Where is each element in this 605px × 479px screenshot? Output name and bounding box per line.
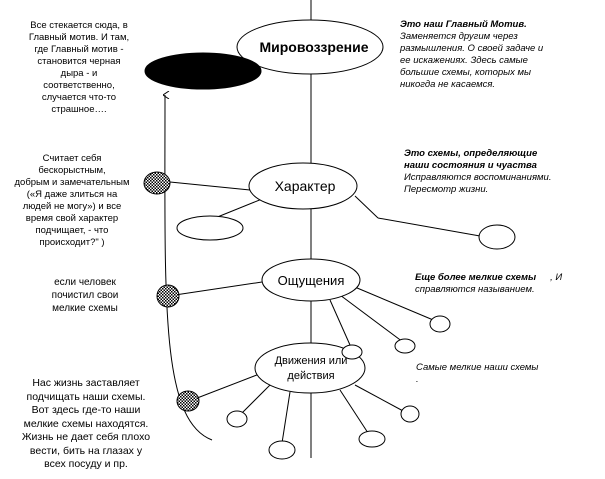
note-heading: Еще более мелкие схемы <box>415 272 537 283</box>
note-line: . <box>416 374 419 385</box>
note-right-character: Это схемы, определяющие наши состояния и… <box>404 148 602 196</box>
branch-character-right2 <box>377 217 481 237</box>
dot-movements <box>176 390 200 412</box>
note-line: случается что-то <box>41 92 117 103</box>
branch-movements-left-dot <box>191 372 263 401</box>
note-left-character: Считает себя бескорыстным, добрым и заме… <box>3 153 141 249</box>
leaf-character-right <box>478 224 516 250</box>
node-feelings <box>261 258 361 302</box>
note-line: ее искажениях. Здесь самые <box>400 55 528 66</box>
node-movements <box>254 342 366 394</box>
note-line: размышления. О своей задаче и <box>400 43 544 54</box>
note-line: время свой характер <box>25 213 119 224</box>
leaf-movements-right2 <box>400 405 420 423</box>
note-left-movements: Нас жизнь заставляет подчищать наши схем… <box>6 377 166 472</box>
branch-movements-left <box>239 384 271 416</box>
note-right-worldview: Это наш Главный Мотив. Заменяется другим… <box>400 19 600 91</box>
node-worldview <box>236 19 384 75</box>
note-line: Считает себя <box>42 153 102 164</box>
note-line: становится черная <box>37 56 121 67</box>
label-feelings: Ощущения <box>278 273 345 288</box>
label-character: Характер <box>275 178 336 194</box>
note-line: всех посуду и пр. <box>44 458 128 470</box>
note-line: добрым и замечательным <box>14 177 130 188</box>
note-line: страшное…. <box>51 104 107 115</box>
leaf-movements-bottom <box>268 440 296 460</box>
leaf-movements-right1 <box>358 430 386 448</box>
note-line: Самые мелкие наши схемы <box>416 362 539 373</box>
note-line: справляются называнием. <box>415 284 535 295</box>
note-line: дыра - и <box>60 68 98 79</box>
black-hole <box>144 52 262 90</box>
note-line: Пересмотр жизни. <box>404 184 489 195</box>
branch-feelings-right2 <box>339 294 404 343</box>
branch-character-left-dot <box>169 181 251 191</box>
leaf-feelings-1 <box>429 315 451 333</box>
note-line: вести, бить на глазах у <box>29 444 143 457</box>
leaf-character-left <box>176 215 244 241</box>
note-line: почистил свои <box>51 290 119 301</box>
note-line: («Я даже злиться на <box>26 189 118 200</box>
note-line: если человек <box>54 277 116 288</box>
branch-character-right <box>354 195 379 219</box>
dot-character <box>143 171 171 195</box>
note-line: большие схемы, которых мы <box>400 67 532 78</box>
note-heading: наши состояния и чуаства <box>404 160 537 171</box>
note-line: где Главный мотив - <box>34 44 124 55</box>
note-line: никогда не касаемся. <box>400 79 496 90</box>
note-right-feelings: Еще более мелкие схемы , И справляются на… <box>415 272 603 296</box>
branch-feelings-right3 <box>329 299 351 346</box>
note-line: Главный мотив. И там, <box>28 32 130 43</box>
note-line: Вот здесь где-то наши <box>31 404 141 416</box>
branch-movements-right1 <box>339 389 371 437</box>
leaf-feelings-3 <box>341 344 363 360</box>
note-line: Все стекается сюда, в <box>30 20 128 31</box>
note-heading-tail: , И <box>550 272 563 283</box>
label-movements-2: действия <box>287 370 334 382</box>
note-line: подчищать наши схемы. <box>26 390 146 403</box>
note-line: подчищает, - что <box>35 225 109 236</box>
return-arrow <box>165 95 213 441</box>
node-character <box>248 162 358 210</box>
note-line: людей не могу») и все <box>22 201 122 212</box>
dot-feelings <box>156 284 180 308</box>
note-line: Жизнь не дает себя плохо <box>21 431 151 443</box>
branch-feelings-left-dot <box>174 281 263 296</box>
label-worldview: Мировоззрение <box>259 39 368 55</box>
note-right-movements: Самые мелкие наши схемы . <box>416 362 604 386</box>
note-line: происходит?" ) <box>39 237 105 248</box>
note-line: Заменяется другим через <box>400 31 518 42</box>
note-left-feelings: если человек почистил свои мелкие схемы <box>30 276 140 315</box>
leaf-movements-left <box>226 410 248 428</box>
note-line: бескорыстным, <box>38 165 106 176</box>
note-heading: Это схемы, определяющие <box>404 148 538 159</box>
note-line: Нас жизнь заставляет <box>32 377 140 389</box>
note-heading: Это наш Главный Мотив. <box>400 19 527 30</box>
note-line: мелкие схемы <box>52 303 118 314</box>
branch-feelings-right1 <box>349 284 439 323</box>
note-line: соответственно, <box>43 80 115 91</box>
branch-movements-bottom <box>281 391 291 444</box>
label-movements-1: Движения или <box>275 355 348 367</box>
note-line: Исправляются воспоминаниями. <box>404 172 552 183</box>
branch-movements-right2 <box>354 384 406 413</box>
leaf-feelings-2 <box>394 338 416 354</box>
note-left-top: Все стекается сюда, в Главный мотив. И т… <box>12 20 146 116</box>
note-line: мелкие схемы находятся. <box>23 417 149 430</box>
